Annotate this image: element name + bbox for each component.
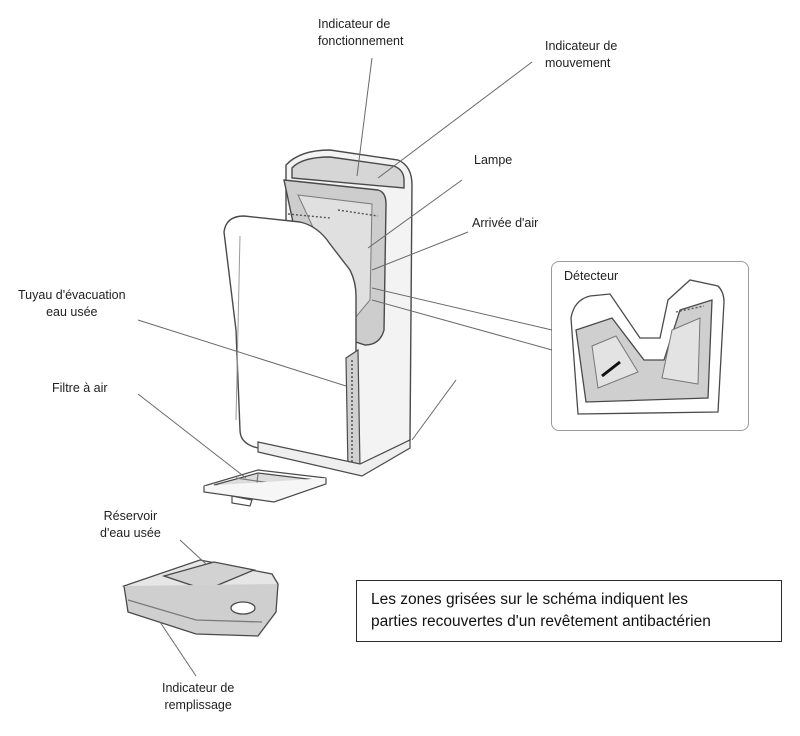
label-line: fonctionnement: [318, 34, 404, 48]
dryer-base: [257, 439, 411, 477]
label-drain-pipe: Tuyau d'évacuation eau usée: [18, 287, 126, 321]
label-line: d'eau usée: [100, 526, 161, 540]
waste-water-tank: [121, 559, 279, 637]
label-motion-indicator: Indicateur de mouvement: [545, 38, 617, 72]
label-air-inlet: Arrivée d'air: [472, 216, 539, 230]
label-lamp: Lampe: [474, 153, 513, 167]
antibacterial-note-box: Les zones grisées sur le schéma indiquen…: [356, 580, 782, 642]
label-waste-tank: Réservoir d'eau usée: [100, 508, 161, 542]
label-line: Indicateur de: [318, 17, 391, 31]
label-line: Indicateur de: [162, 681, 235, 695]
label-line: Réservoir: [103, 509, 158, 523]
label-line: eau usée: [46, 305, 98, 319]
label-air-filter: Filtre à air: [52, 381, 108, 395]
detector-inset-drawing: [570, 279, 725, 415]
label-line: Tuyau d'évacuation: [18, 288, 126, 302]
label-line: remplissage: [164, 698, 232, 712]
dryer-front-panel: [223, 215, 357, 469]
label-operation-indicator: Indicateur de fonctionnement: [318, 16, 403, 50]
air-filter-tray: [203, 469, 327, 507]
leader-lines: [137, 57, 553, 677]
drain-pipe: [345, 348, 361, 471]
note-line-2: parties recouvertes d'un revêtement anti…: [371, 613, 711, 630]
note-line-1: Les zones grisées sur le schéma indiquen…: [371, 591, 689, 608]
label-detector: Détecteur: [564, 269, 619, 283]
label-line: Indicateur de: [545, 39, 618, 53]
label-line: mouvement: [545, 56, 611, 70]
label-fill-indicator: Indicateur de remplissage: [162, 680, 234, 714]
